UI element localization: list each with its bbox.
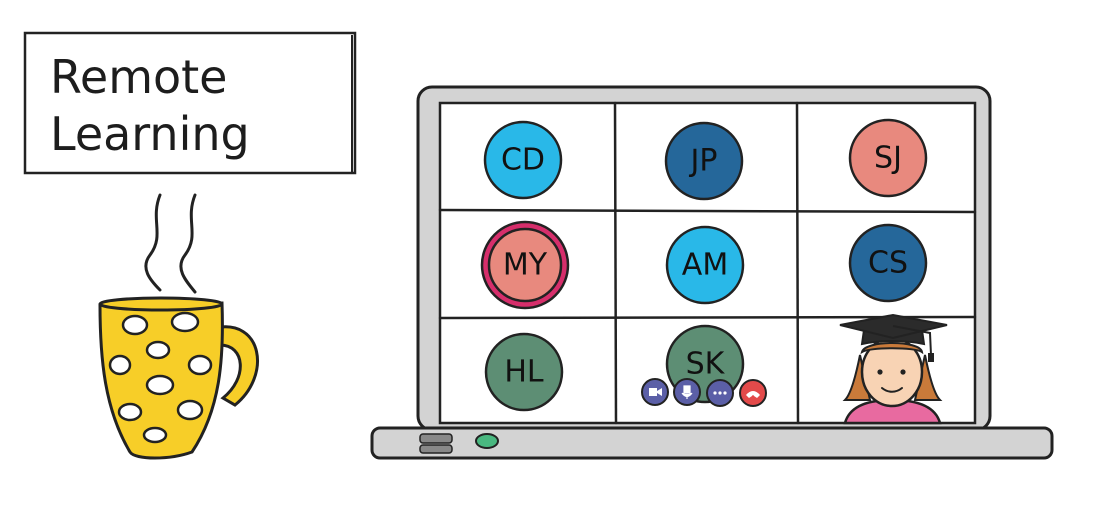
participant-tile[interactable]: HL xyxy=(484,332,564,412)
participant-tile[interactable]: JP xyxy=(664,121,744,201)
sign-line-2: Learning xyxy=(50,107,250,161)
participant-initials: SK xyxy=(686,347,726,382)
participant-avatar xyxy=(484,332,564,412)
participant-initials: MY xyxy=(503,248,548,283)
participant-avatar xyxy=(665,225,745,305)
participant-avatar xyxy=(483,120,563,200)
participant-initials: CS xyxy=(868,246,908,281)
participant-initials: AM xyxy=(682,248,728,283)
remote-learning-sign: Remote Learning xyxy=(23,31,357,175)
call-controls xyxy=(641,378,767,407)
laptop-base xyxy=(370,426,1054,460)
vent-icon xyxy=(419,433,453,454)
coffee-mug xyxy=(98,296,259,460)
mug-handle xyxy=(213,325,259,407)
participant-tile[interactable]: CS xyxy=(848,223,928,303)
participant-tile[interactable]: CD xyxy=(483,120,563,200)
participants: CD JP SJ MY AM CS HL SK xyxy=(480,118,928,412)
participant-initials: HL xyxy=(504,355,544,390)
power-led-icon xyxy=(475,433,499,449)
participant-tile[interactable]: SJ xyxy=(848,118,928,198)
participant-initials: JP xyxy=(689,144,718,179)
participant-avatar xyxy=(664,121,744,201)
more-options-icon[interactable] xyxy=(706,379,734,407)
hang-up-icon[interactable] xyxy=(739,379,767,407)
video-icon[interactable] xyxy=(641,378,669,406)
participant-avatar xyxy=(487,227,563,303)
graduation-cap-icon xyxy=(839,313,948,362)
student-avatar xyxy=(839,313,948,425)
mug-polka-dots xyxy=(108,311,213,444)
sign-frame xyxy=(23,31,357,175)
microphone-icon[interactable] xyxy=(673,378,701,406)
participant-tile[interactable]: MY xyxy=(480,220,570,310)
participant-tile[interactable]: AM xyxy=(665,225,745,305)
steam xyxy=(144,193,197,294)
participant-avatar xyxy=(848,223,928,303)
participant-initials: SJ xyxy=(874,141,902,176)
sign-line-1: Remote xyxy=(50,50,228,104)
participant-avatar xyxy=(848,118,928,198)
participant-initials: CD xyxy=(501,143,545,178)
